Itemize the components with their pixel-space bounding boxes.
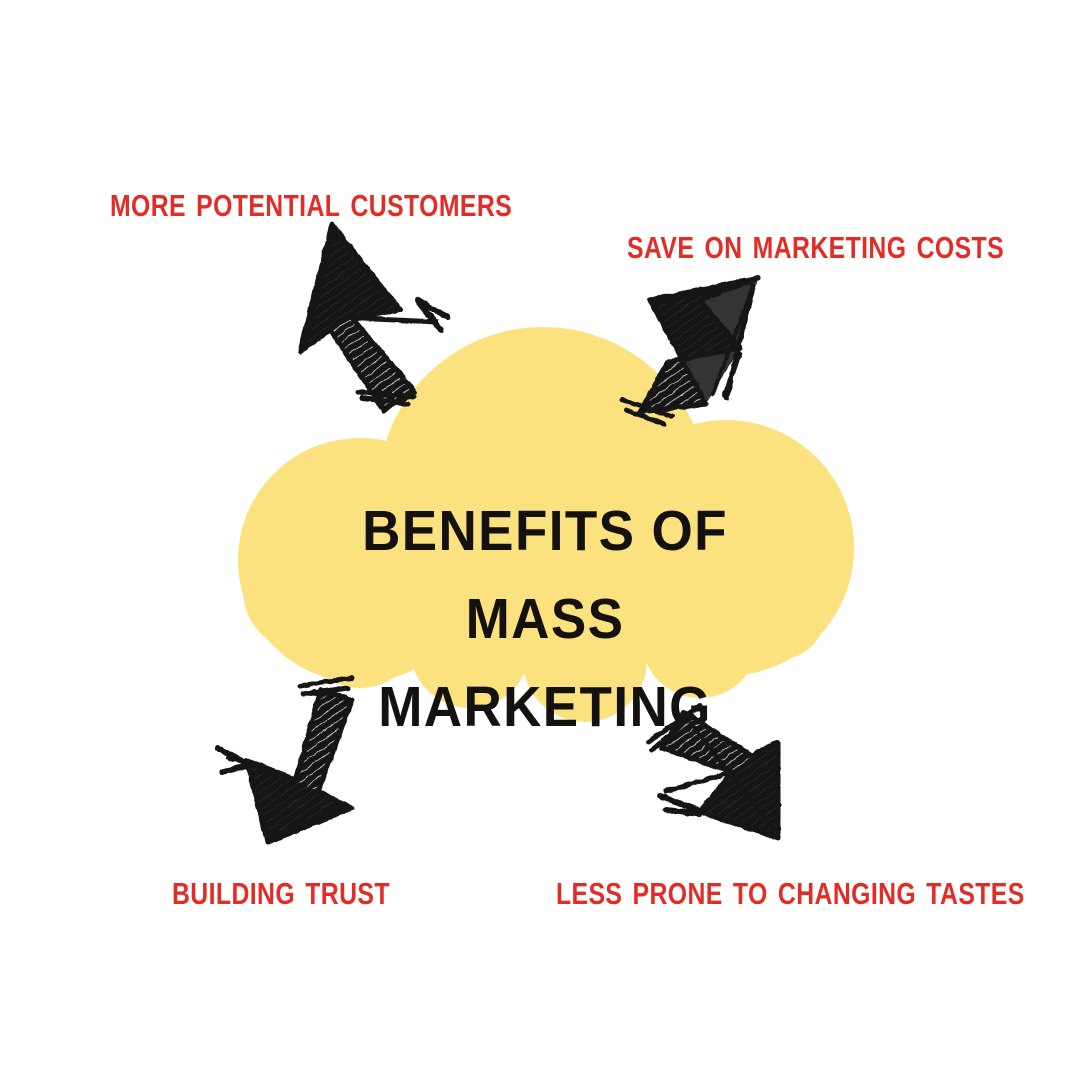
arrow-up-left-icon (297, 221, 451, 413)
arrow-down-right-icon (645, 703, 781, 841)
arrow-up-right-icon (619, 275, 761, 427)
label-more-potential-customers: More potential customers (110, 177, 513, 226)
label-less-prone-to-changing-tastes: Less prone to changing tastes (556, 865, 1025, 914)
label-save-on-marketing-costs: Save on marketing costs (627, 219, 1005, 268)
label-building-trust: Building trust (172, 865, 390, 914)
arrow-down-left-icon (215, 675, 355, 845)
